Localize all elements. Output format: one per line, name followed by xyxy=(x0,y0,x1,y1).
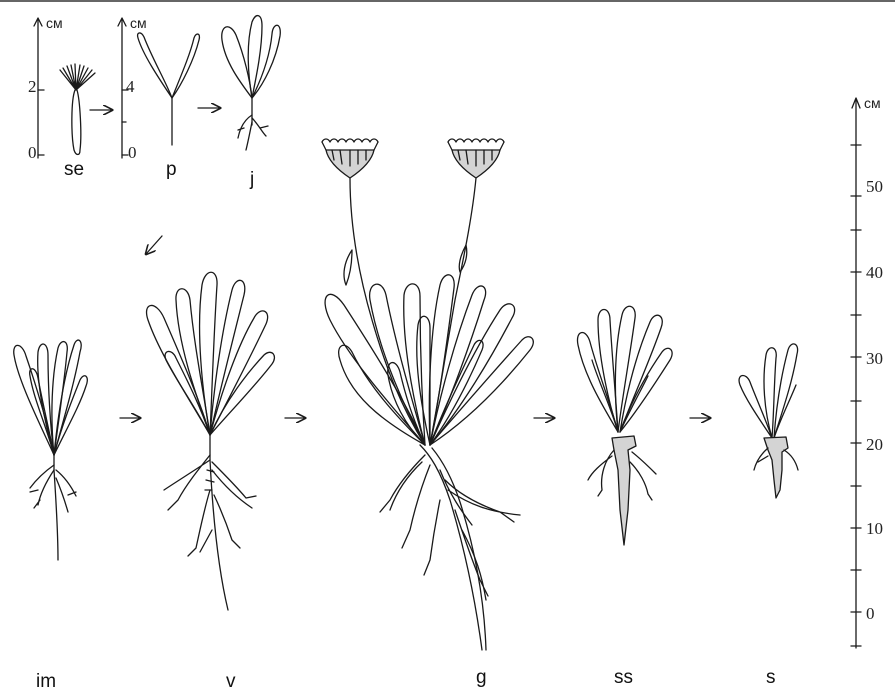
plant-g-generative xyxy=(322,139,533,650)
plant-v-virginile xyxy=(147,272,275,610)
scale-tick-p-4: 4 xyxy=(126,78,135,95)
scale-unit-main: см xyxy=(864,96,881,110)
scale-unit-se: см xyxy=(46,16,63,30)
stage-label-j: j xyxy=(250,170,254,189)
scale-tick-main-30: 30 xyxy=(866,350,883,367)
stage-label-g: g xyxy=(476,668,487,687)
stage-label-v: v xyxy=(226,672,236,691)
scale-tick-main-50: 50 xyxy=(866,178,883,195)
scale-tick-se-0: 0 xyxy=(28,144,37,161)
stage-label-s: s xyxy=(766,668,776,687)
plant-s-senile xyxy=(739,344,798,498)
plant-im-immature xyxy=(14,340,88,560)
plant-ss-subsenile xyxy=(577,306,672,545)
stage-label-p: p xyxy=(166,160,177,179)
scale-tick-main-40: 40 xyxy=(866,264,883,281)
stage-label-im: im xyxy=(36,672,56,691)
stage-label-ss: ss xyxy=(614,668,633,687)
stage-label-se: se xyxy=(64,160,84,179)
scale-tick-main-20: 20 xyxy=(866,436,883,453)
scale-tick-main-10: 10 xyxy=(866,520,883,537)
scale-tick-se-2: 2 xyxy=(28,78,37,95)
plant-j-juvenile xyxy=(222,16,281,150)
scale-tick-p-0: 0 xyxy=(128,144,137,161)
scale-tick-main-0: 0 xyxy=(866,605,875,622)
plant-p-seedling xyxy=(138,33,200,145)
scale-unit-p: см xyxy=(130,16,147,30)
scale-axis-main xyxy=(851,98,861,648)
plant-se-seed xyxy=(60,64,95,155)
arrow-j-to-im xyxy=(146,236,162,254)
